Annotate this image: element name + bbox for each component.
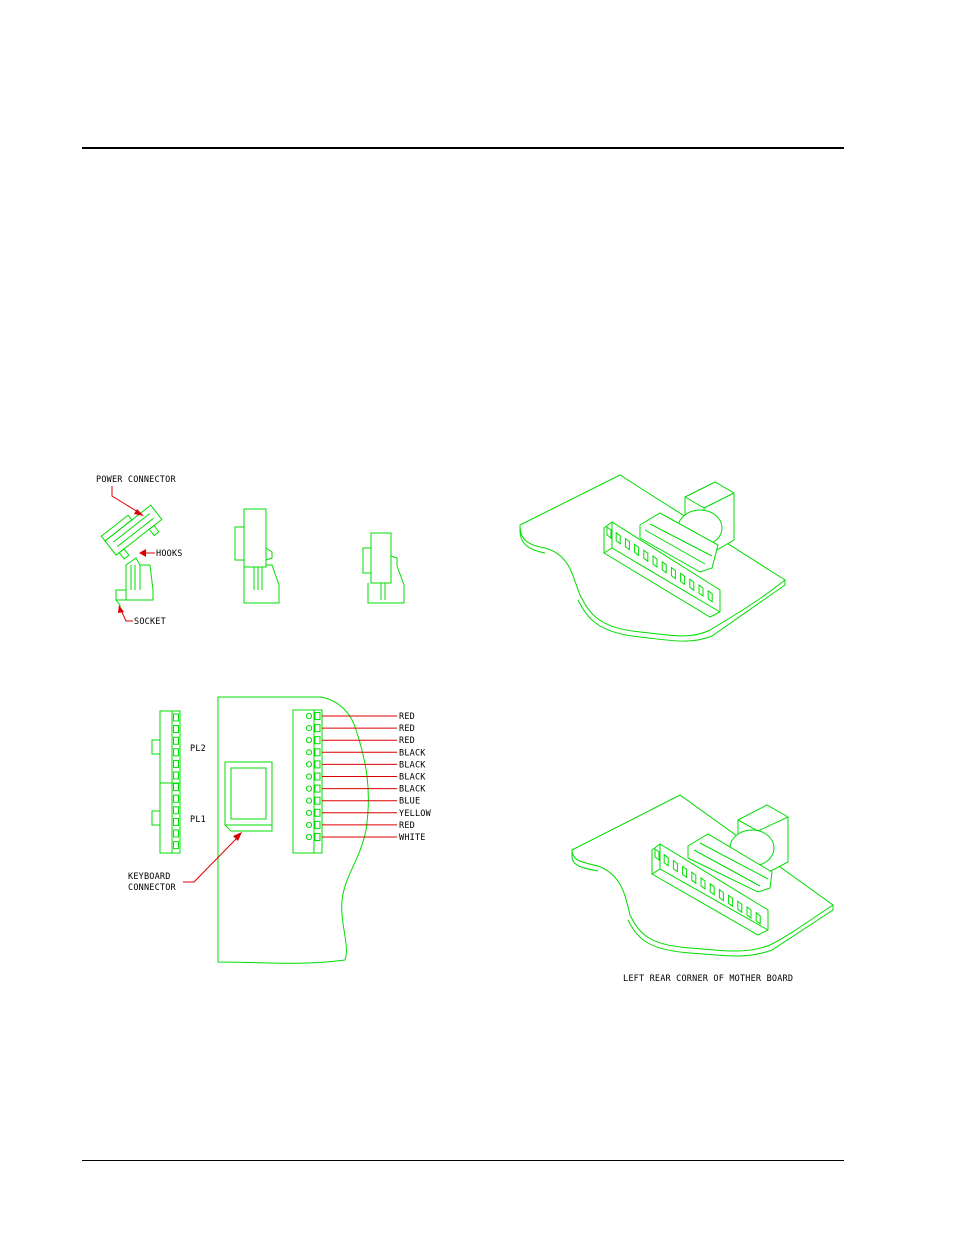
header-pin-latch	[315, 737, 320, 744]
wire-label: RED	[399, 724, 415, 734]
pl-pin-cell	[174, 737, 179, 744]
keyboard-connector-callout: KEYBOARD CONNECTOR	[128, 832, 242, 893]
wire-color-labels: RED RED RED BLACK BLACK BLACK BLACK BLUE…	[399, 712, 432, 843]
keyboard-label-line1: KEYBOARD	[128, 872, 171, 882]
pl2-label: PL2	[190, 744, 206, 754]
header-pin-latch	[315, 749, 320, 756]
header-pin	[306, 738, 311, 743]
isometric-view-top	[520, 475, 785, 641]
socket-label: SOCKET	[134, 617, 166, 627]
header-pin-latch	[315, 773, 320, 780]
pl-pin-cell	[174, 772, 179, 779]
pl-pin-cell	[174, 842, 179, 849]
header-pin-latch	[315, 809, 320, 816]
pl-pin-cell	[174, 784, 179, 791]
header-pin	[306, 713, 311, 718]
pl1-label: PL1	[190, 815, 206, 825]
pl-pin-cell	[174, 714, 179, 721]
header-pin-latch	[315, 761, 320, 768]
wire-leaders	[322, 716, 397, 837]
header-pin-latch	[315, 725, 320, 732]
wire-label: YELLOW	[399, 809, 432, 819]
header-pin	[306, 834, 311, 839]
wire-label: RED	[399, 821, 415, 831]
isometric-caption: LEFT REAR CORNER OF MOTHER BOARD	[623, 974, 793, 984]
wire-label: BLACK	[399, 773, 426, 783]
header-pin	[306, 750, 311, 755]
step1-labels: POWER CONNECTOR HOOKS SOCKET	[96, 475, 183, 627]
header-pin-latch	[315, 785, 320, 792]
wire-label: RED	[399, 712, 415, 722]
step2-partial-insert	[235, 509, 279, 603]
header-pin	[306, 786, 311, 791]
wire-label: BLUE	[399, 797, 420, 807]
hooks-label: HOOKS	[156, 549, 183, 559]
wire-label: BLACK	[399, 760, 426, 770]
pl-connectors: PL2 PL1	[152, 711, 206, 853]
pl-pin-cell	[174, 726, 179, 733]
header-pin	[306, 762, 311, 767]
keyboard-connector-socket	[225, 762, 272, 831]
header-pin	[306, 822, 311, 827]
pl-pin-cell	[174, 818, 179, 825]
header-pin-latch	[315, 797, 320, 804]
wire-label: BLACK	[399, 785, 426, 795]
header-pin-latch	[315, 713, 320, 720]
power-connector-label: POWER CONNECTOR	[96, 475, 176, 485]
header-pin-latch	[315, 834, 320, 841]
pl-pin-cell	[174, 760, 179, 767]
wire-label: RED	[399, 736, 415, 746]
header-pin	[306, 774, 311, 779]
wire-label: BLACK	[399, 748, 426, 758]
header-pin	[306, 798, 311, 803]
pl-pin-cell	[174, 749, 179, 756]
header-pin	[306, 810, 311, 815]
step3-fully-seated	[363, 533, 404, 603]
header-pins	[306, 713, 320, 841]
pl-pin-cell	[174, 795, 179, 802]
header-pin-latch	[315, 821, 320, 828]
header-pin	[306, 726, 311, 731]
isometric-view-bottom	[572, 795, 833, 956]
keyboard-label-line2: CONNECTOR	[128, 883, 177, 893]
pl-pin-cell	[174, 807, 179, 814]
pl-pin-cell	[174, 830, 179, 837]
wire-label: WHITE	[399, 833, 426, 843]
